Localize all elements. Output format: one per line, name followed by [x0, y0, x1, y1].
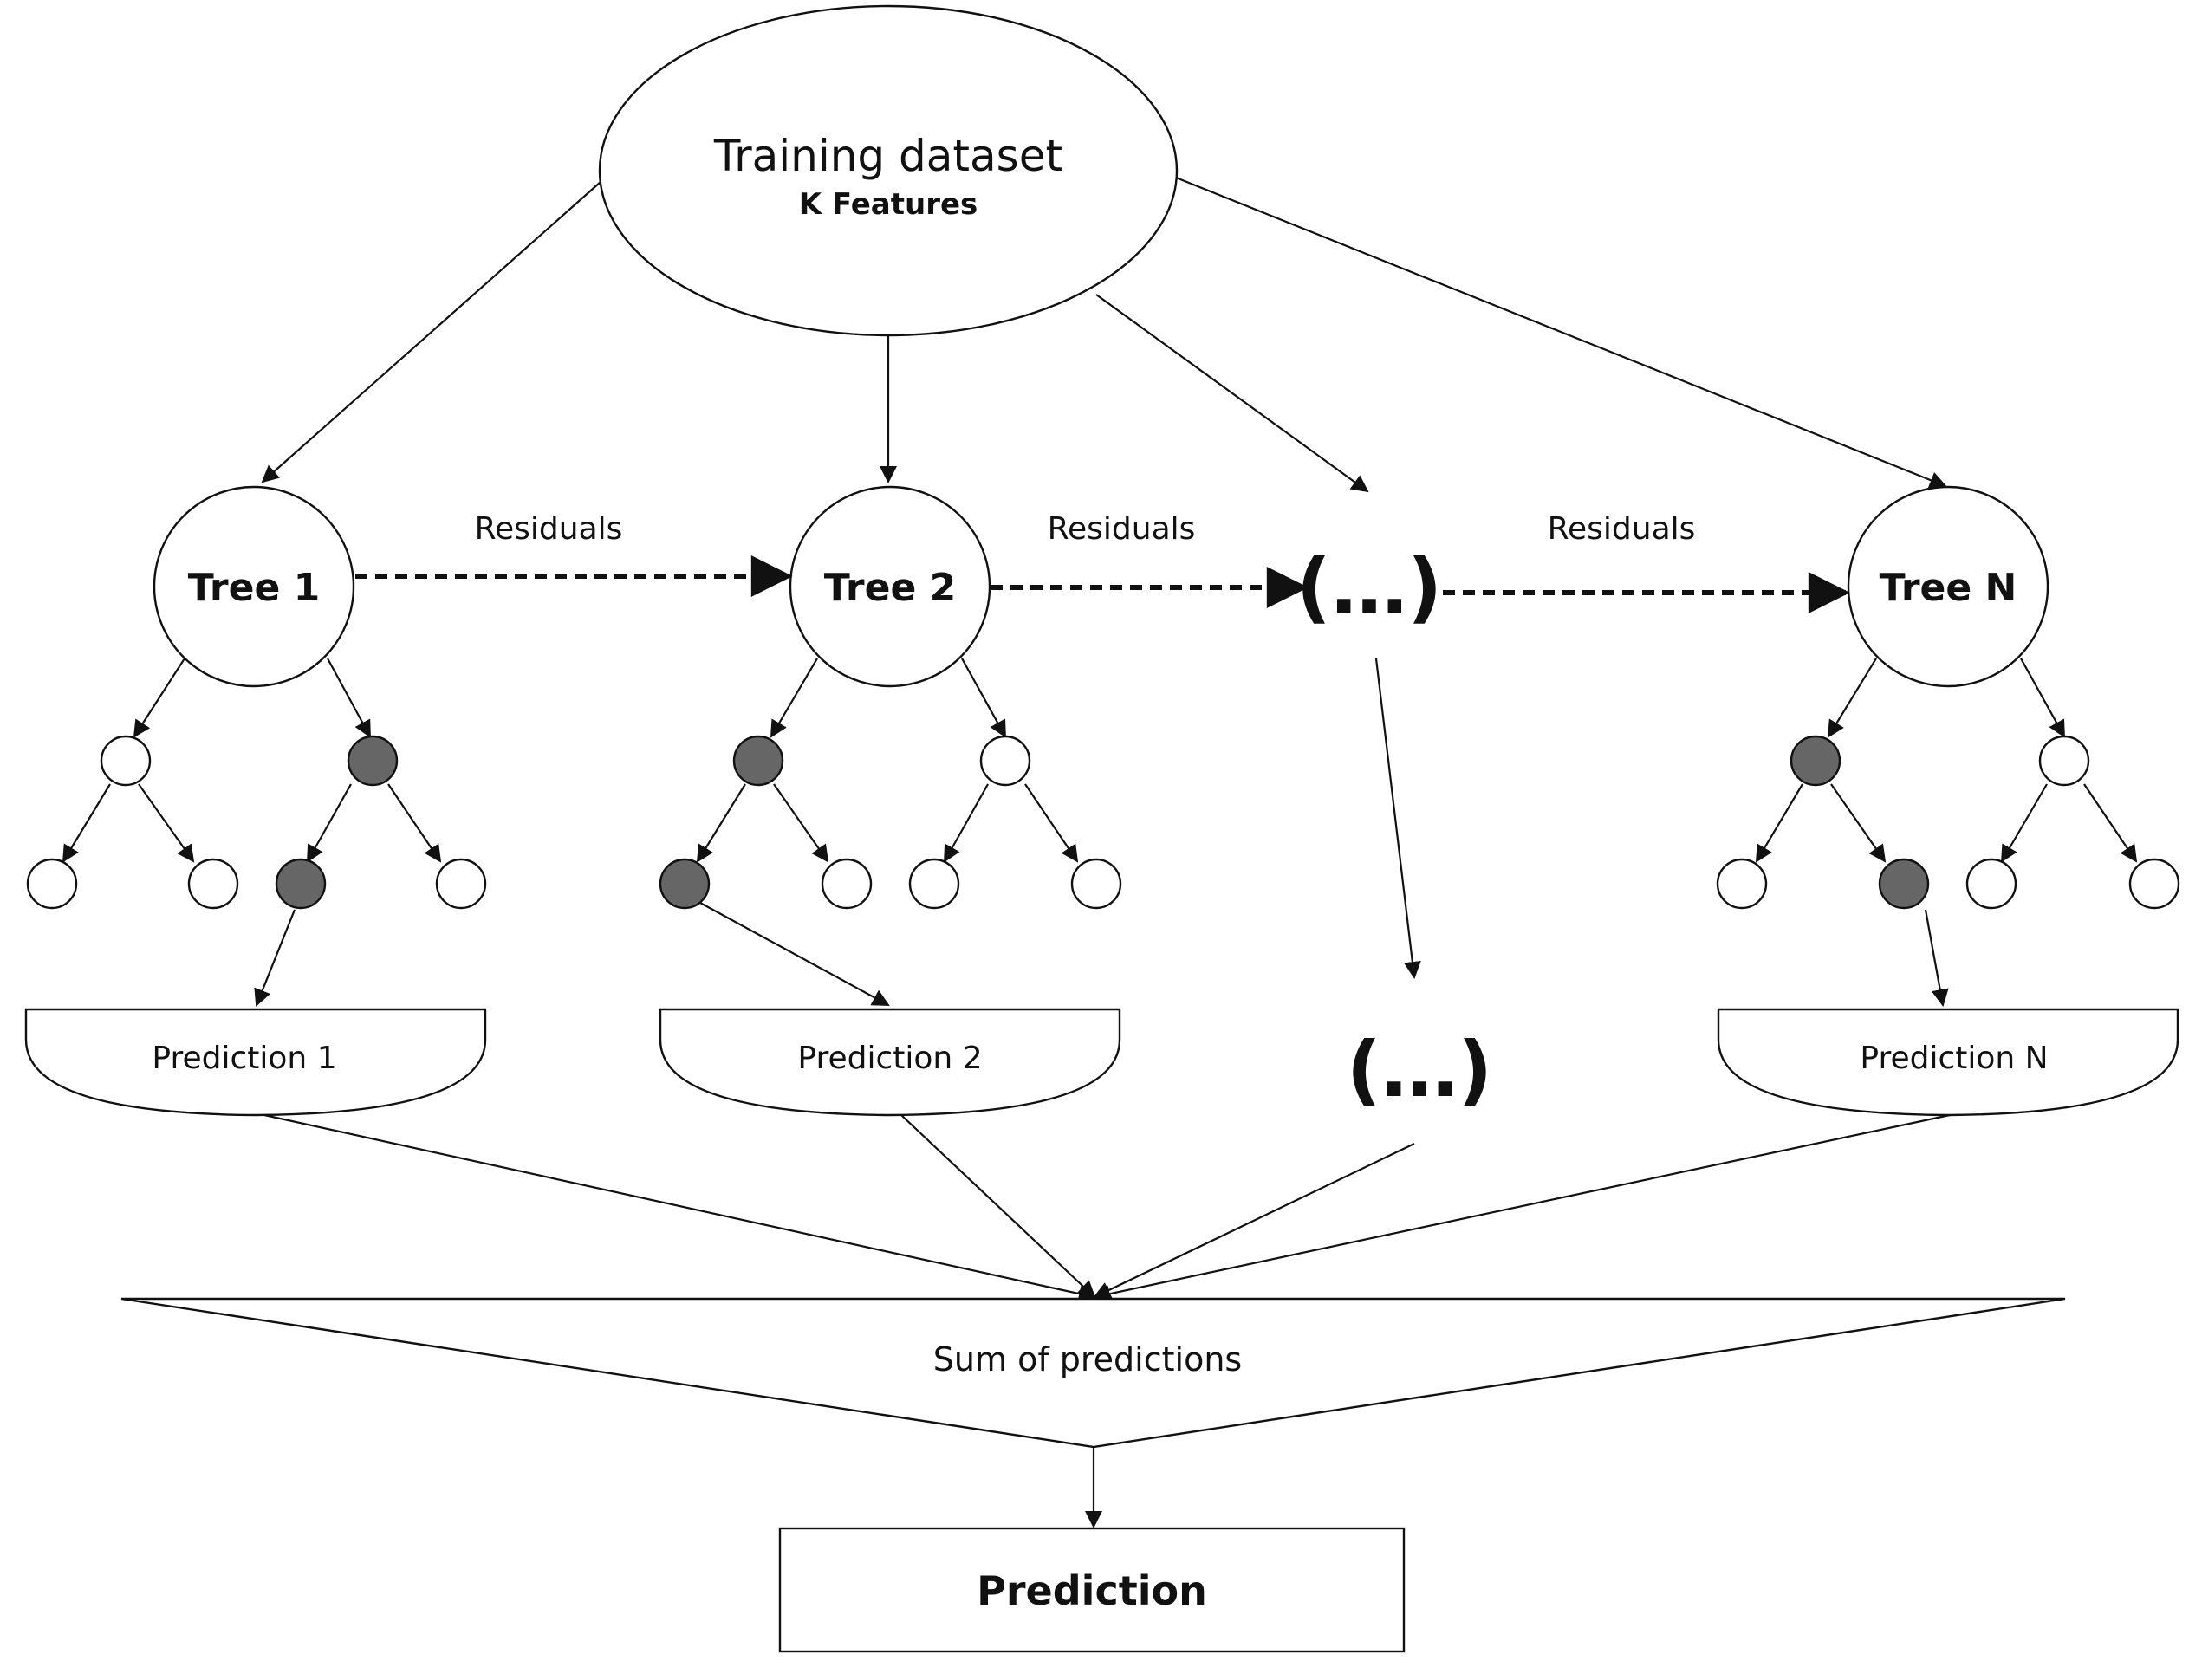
tree-n-leaf-empty — [1716, 858, 1768, 910]
tree-1-leaf-empty — [26, 858, 78, 910]
arrow-dataset-to-tree-n — [1175, 176, 1947, 489]
prediction-2-label: Prediction 2 — [797, 1041, 982, 1076]
tree-2-edges — [696, 658, 1079, 1006]
arrow-ellipsis-down — [1374, 658, 1421, 979]
prediction-1-label: Prediction 1 — [152, 1041, 336, 1076]
tree-2-leaf-empty — [1070, 858, 1122, 910]
sum-arrows — [263, 1113, 1951, 1303]
residuals-label-1: Residuals — [475, 511, 623, 547]
tree-1-label: Tree 1 — [188, 566, 321, 610]
arrow-ellipsis-to-sum — [1093, 1143, 1415, 1299]
tree-2-leaf-empty — [821, 858, 873, 910]
arrow-dataset-to-tree-1 — [261, 181, 601, 483]
residual-arrows — [355, 555, 1850, 613]
tree-2: Tree 2 — [659, 485, 1122, 1006]
tree-1: Tree 1 — [26, 485, 487, 1007]
tree-1-node-empty — [100, 735, 152, 787]
tree-n-label: Tree N — [1880, 566, 2017, 610]
tree-n-node-empty — [2038, 735, 2090, 787]
prediction-n-node: Prediction N — [1717, 1008, 2179, 1117]
arrow-dataset-to-ellipsis — [1095, 294, 1369, 493]
residuals-label-2: Residuals — [1048, 511, 1196, 547]
prediction-n-label: Prediction N — [1860, 1041, 2048, 1076]
sum-of-predictions-label: Sum of predictions — [933, 1340, 1242, 1378]
dataset-arrows — [261, 176, 1947, 493]
tree-2-label: Tree 2 — [824, 566, 957, 610]
tree-1-edges — [62, 658, 442, 1007]
tree-n-leaf-empty — [1965, 858, 2017, 910]
prediction-1-node: Prediction 1 — [24, 1008, 487, 1117]
ellipsis-prediction: (…) — [1347, 1025, 1492, 1114]
tree-n-leaf-filled — [1878, 858, 1930, 910]
tree-2-leaf-empty — [908, 858, 960, 910]
tree-1-leaf-filled — [275, 858, 327, 910]
ellipsis-tree: (…) — [1296, 542, 1442, 632]
tree-1-root — [153, 485, 355, 688]
final-prediction-node: Prediction — [778, 1527, 1406, 1653]
arrow-prediction-n-to-sum — [1093, 1113, 1951, 1303]
tree-2-node-empty — [979, 735, 1031, 787]
residuals-label-3: Residuals — [1548, 511, 1696, 547]
prediction-2-node: Prediction 2 — [659, 1008, 1121, 1117]
arrow-prediction-1-to-sum — [263, 1113, 1096, 1302]
tree-2-leaf-filled — [659, 858, 711, 910]
tree-n: Tree N — [1716, 485, 2180, 1007]
tree-1-leaf-empty — [187, 858, 239, 910]
final-prediction-label: Prediction — [977, 1567, 1207, 1614]
training-dataset-subtitle: K Features — [799, 187, 978, 222]
tree-2-node-filled — [732, 735, 784, 787]
tree-n-leaf-empty — [2128, 858, 2180, 910]
tree-1-node-filled — [347, 735, 399, 787]
arrow-prediction-2-to-sum — [900, 1114, 1096, 1299]
tree-1-leaf-empty — [435, 858, 487, 910]
sum-of-predictions-node: Sum of predictions — [120, 1297, 2066, 1449]
tree-n-edges — [1755, 658, 2138, 1007]
training-dataset-node: Training dataset K Features — [598, 4, 1179, 337]
training-dataset-title: Training dataset — [713, 131, 1062, 181]
tree-n-node-filled — [1790, 735, 1841, 787]
